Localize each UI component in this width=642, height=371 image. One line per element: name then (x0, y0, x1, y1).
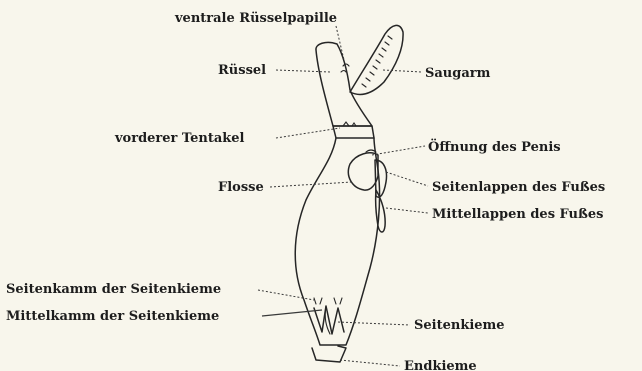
label-lateral-gill: Seitenkieme (414, 318, 505, 333)
label-middle-foot-lobe: Mittellappen des Fußes (432, 207, 603, 222)
leader-middle-crest (262, 310, 322, 316)
leader-sucking-arm (383, 70, 422, 72)
leader-ventral-papilla (336, 26, 344, 60)
label-lateral-crest: Seitenkamm der Seitenkieme (6, 282, 221, 297)
leader-anterior-tentacle (276, 128, 340, 138)
label-end-gill: Endkieme (404, 359, 477, 371)
label-ventral-papilla: ventrale Rüsselpapille (174, 11, 337, 26)
label-middle-crest: Mittelkamm der Seitenkieme (6, 309, 219, 324)
label-lateral-foot-lobes: Seitenlappen des Fußes (432, 180, 605, 195)
leader-lateral-gill (338, 322, 410, 325)
label-anterior-tentacle: vorderer Tentakel (114, 131, 245, 146)
lateral-gill-crest (314, 298, 342, 304)
label-fin: Flosse (218, 180, 264, 195)
leader-penis-opening (372, 146, 425, 155)
leader-lateral-crest (258, 290, 314, 300)
leader-proboscis (276, 70, 330, 72)
neck-band (333, 126, 374, 138)
label-penis-opening: Öffnung des Penis (428, 138, 561, 155)
leader-lateral-foot-lobes (386, 172, 428, 186)
leader-end-gill (340, 360, 400, 366)
fin-outline (348, 153, 378, 190)
leader-lines (258, 26, 428, 366)
labels: ventrale Rüsselpapille Rüssel Saugarm vo… (6, 11, 605, 371)
leader-middle-foot-lobe (386, 208, 428, 213)
leader-fin (270, 182, 352, 187)
label-proboscis: Rüssel (218, 63, 266, 78)
sucking-arm-papillae (362, 36, 392, 87)
proboscis-outline (316, 42, 372, 126)
body-outline (295, 138, 379, 345)
label-sucking-arm: Saugarm (425, 66, 491, 81)
